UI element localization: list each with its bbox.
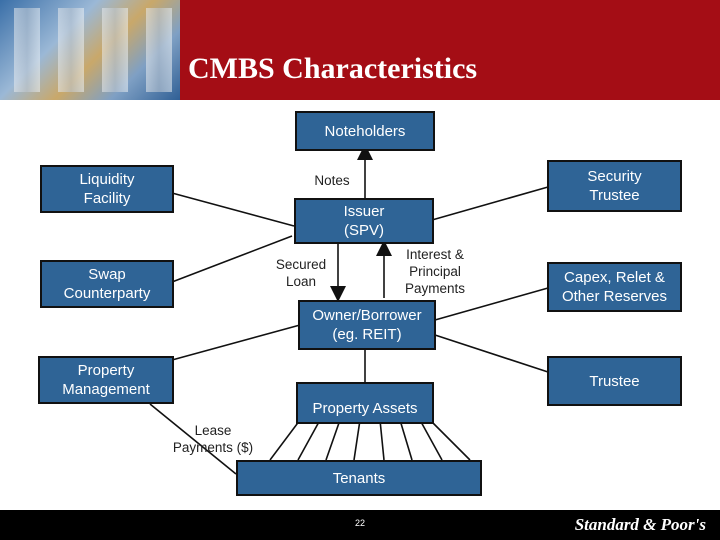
node-tenants: Tenants	[236, 460, 482, 496]
node-property-assets: Property Assets	[296, 382, 434, 424]
node-property-management: Property Management	[38, 356, 174, 404]
label-secured-loan: Secured Loan	[275, 257, 327, 289]
link-swap-issuer	[171, 235, 293, 283]
link-capex-owner	[434, 287, 549, 321]
node-trustee: Trustee	[547, 356, 682, 406]
label-lease-payments: Lease Payments ($)	[172, 423, 254, 455]
link-mgmt-owner	[171, 324, 301, 361]
tenant-links	[269, 419, 471, 461]
node-owner-borrower: Owner/Borrower (eg. REIT)	[298, 300, 436, 350]
link-mgmt-lease	[149, 403, 237, 475]
node-liquidity-facility: Liquidity Facility	[40, 165, 174, 213]
node-swap-counterparty: Swap Counterparty	[40, 260, 174, 308]
link-liquidity-issuer	[171, 192, 295, 227]
node-security-trustee: Security Trustee	[547, 160, 682, 212]
link-trustee-issuer	[431, 186, 549, 221]
node-issuer: Issuer (SPV)	[294, 198, 434, 244]
node-noteholders: Noteholders	[295, 111, 435, 151]
link-trustee-owner	[434, 334, 549, 373]
label-notes: Notes	[314, 173, 350, 188]
slide-header: CMBS Characteristics	[0, 0, 720, 100]
header-columns-image	[0, 0, 180, 100]
brand-logo: Standard & Poor's	[574, 515, 706, 534]
slide-footer: 22 Standard & Poor's	[0, 510, 720, 540]
slide-title: CMBS Characteristics	[188, 52, 478, 85]
header-bar	[180, 0, 720, 100]
label-interest-principal: Interest & Principal Payments	[404, 247, 466, 296]
node-capex-reserves: Capex, Relet & Other Reserves	[547, 262, 682, 312]
page-number: 22	[354, 518, 365, 528]
